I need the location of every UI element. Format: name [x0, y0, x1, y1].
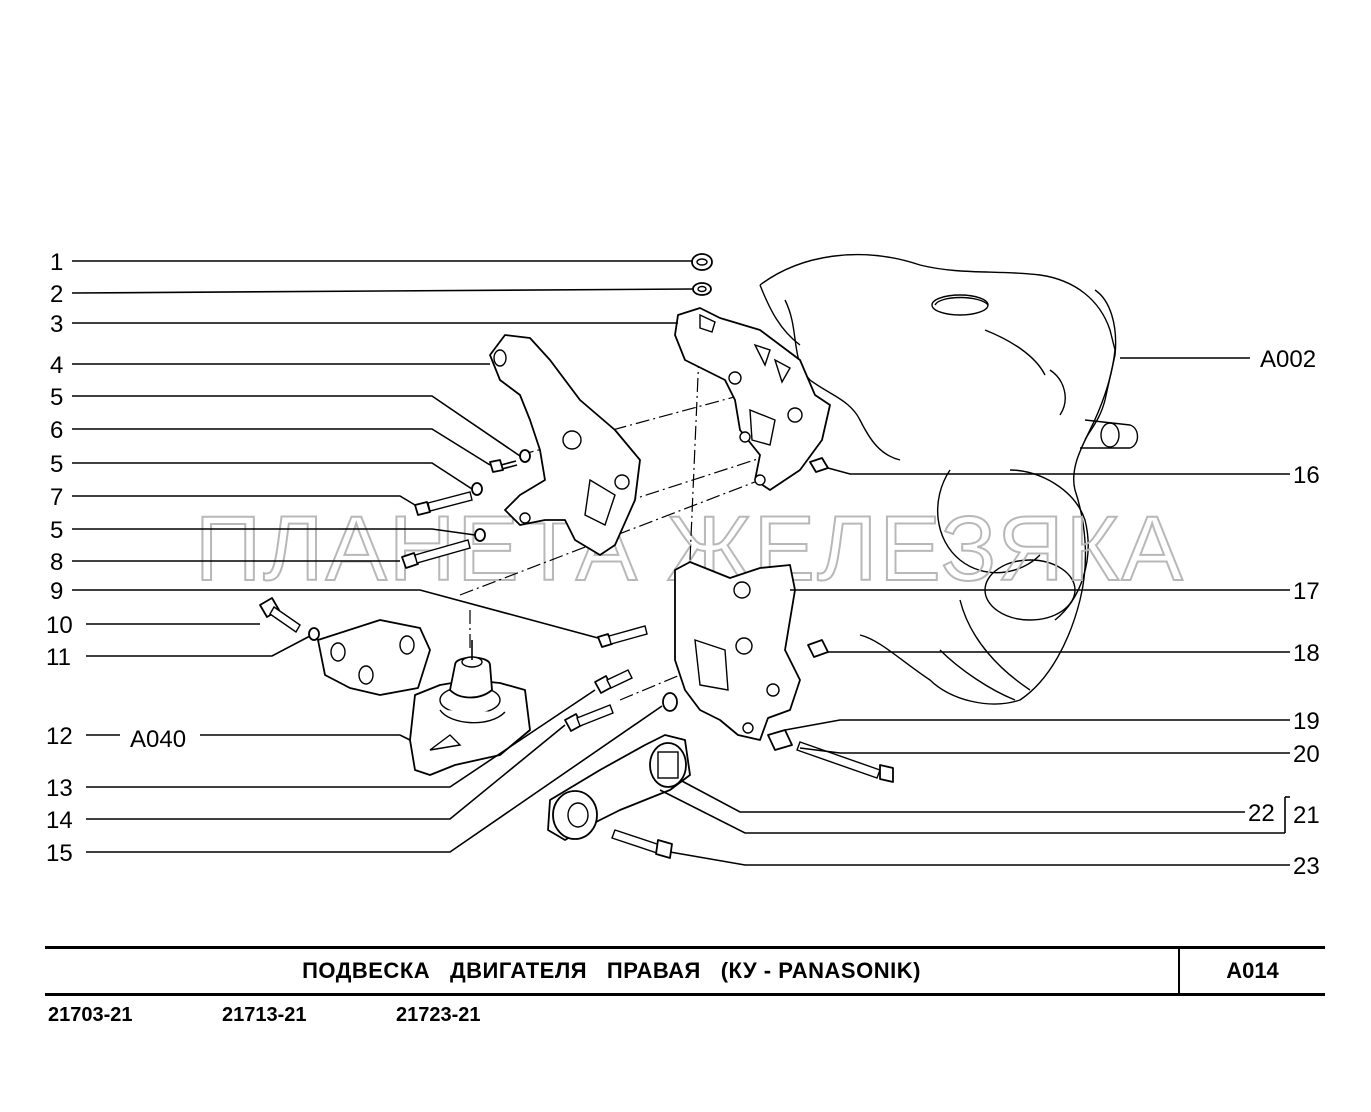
bushing-part-18 — [807, 639, 829, 658]
nut-part-1 — [691, 253, 713, 271]
callout-12: 12 — [46, 723, 73, 750]
callout-6: 6 — [50, 417, 63, 444]
callout-21: 21 — [1293, 802, 1320, 829]
callout-15: 15 — [46, 840, 73, 867]
callout-11: 11 — [46, 644, 71, 671]
callout-3: 3 — [50, 311, 63, 338]
callout-17: 17 — [1293, 578, 1320, 605]
callout-16: 16 — [1293, 462, 1320, 489]
diagram-code: A014 — [1226, 958, 1279, 983]
left-bracket-part-4 — [489, 334, 641, 556]
bolt-part-20 — [796, 741, 894, 783]
bolt-part-9 — [597, 625, 648, 648]
model-number-2: 21713-21 — [222, 1004, 307, 1026]
reference-mount-code: A040 — [130, 726, 186, 753]
engine-mount-part-12 — [409, 640, 531, 776]
bolt-part-10 — [259, 597, 301, 634]
bolt-part-7 — [414, 491, 473, 516]
bushing-part-16 — [809, 457, 829, 473]
callout-numbers: 1 2 3 4 5 6 5 7 5 8 9 10 11 12 13 14 15 … — [46, 249, 1320, 880]
title-bar: ПОДВЕСКА ДВИГАТЕЛЯ ПРАВАЯ (КУ - PANASONI… — [45, 946, 1325, 996]
callout-23: 23 — [1293, 853, 1320, 880]
callout-8: 8 — [50, 549, 63, 576]
washer-part-2 — [692, 282, 712, 296]
callout-4: 4 — [50, 352, 63, 379]
callout-22: 22 — [1248, 800, 1275, 827]
callout-19: 19 — [1293, 708, 1320, 735]
callout-10: 10 — [46, 612, 73, 639]
bolt-part-6 — [489, 459, 518, 473]
model-number-3: 21723-21 — [396, 1004, 481, 1026]
torque-rod-part-21 — [547, 734, 691, 841]
upper-bracket-part-3 — [674, 307, 831, 491]
callout-9: 9 — [50, 578, 63, 605]
diagram-title: ПОДВЕСКА ДВИГАТЕЛЯ ПРАВАЯ (КУ - PANASONI… — [302, 958, 921, 983]
callout-13: 13 — [46, 775, 73, 802]
washer-part-11 — [308, 627, 320, 641]
lower-bracket-part-17 — [674, 561, 801, 741]
callout-2: 2 — [50, 281, 63, 308]
bolt-part-8 — [401, 539, 471, 569]
callout-14: 14 — [46, 807, 73, 834]
bolt-part-13 — [594, 669, 633, 694]
callout-5a: 5 — [50, 384, 63, 411]
callout-1: 1 — [50, 249, 63, 276]
bolt-part-23 — [611, 829, 673, 859]
washer-part-5a — [519, 449, 531, 463]
bolt-part-14 — [564, 704, 614, 732]
callout-5b: 5 — [50, 451, 63, 478]
washer-part-5c — [474, 528, 486, 542]
callout-18: 18 — [1293, 640, 1320, 667]
leader-lines — [71, 260, 1290, 866]
spacer-part-19 — [767, 729, 793, 751]
washer-part-5b — [471, 482, 483, 496]
title-separator — [1178, 949, 1180, 993]
model-number-1: 21703-21 — [48, 1004, 133, 1026]
bushing-part-15 — [662, 692, 678, 712]
reference-engine-code: A002 — [1260, 346, 1316, 373]
callout-5c: 5 — [50, 517, 63, 544]
callout-7: 7 — [50, 484, 63, 511]
callout-20: 20 — [1293, 741, 1320, 768]
engine-outline — [759, 253, 1139, 705]
plate-part-11 — [317, 619, 431, 696]
